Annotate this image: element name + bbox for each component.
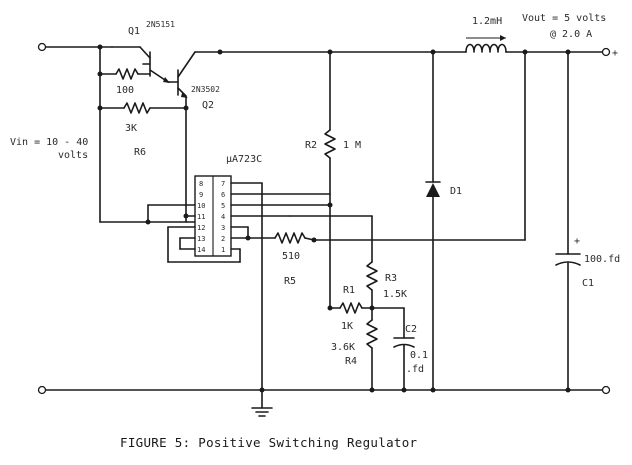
diode-d1-label: D1 <box>450 186 462 197</box>
resistor-r4-value: 3.6K <box>331 342 355 353</box>
capacitor-c2-label: C2 <box>405 324 417 335</box>
vin-terminal <box>37 42 47 52</box>
vout-label: Vout = 5 volts <box>522 13 606 24</box>
ic-pin-9: 9 <box>199 191 203 199</box>
q1-part-label: 2N5151 <box>146 20 175 29</box>
inductor-value: 1.2mH <box>472 16 502 27</box>
capacitor-c1 <box>555 51 581 391</box>
ic-pin-3: 3 <box>221 224 225 232</box>
resistor-r2 <box>324 51 336 309</box>
resistor-r6 <box>99 102 187 114</box>
ic-pin-13: 13 <box>197 235 205 243</box>
capacitor-c2 <box>371 307 415 391</box>
inductor-l1 <box>465 35 507 53</box>
ic-pin-7: 7 <box>221 180 225 188</box>
feedback-wire <box>313 51 526 241</box>
vout-terminal <box>601 47 611 57</box>
capacitor-c1-plus: + <box>574 236 580 247</box>
resistor-r1-label: R1 <box>343 285 355 296</box>
diode-d1 <box>425 51 441 391</box>
resistor-r4 <box>366 307 378 391</box>
gnd-out-terminal <box>601 385 611 395</box>
ic-pin-14: 14 <box>197 246 205 254</box>
resistor-r2-label: R2 <box>305 140 317 151</box>
ic-pin-12: 12 <box>197 224 205 232</box>
ground-symbol <box>251 389 273 417</box>
transistor-q2 <box>167 51 196 223</box>
ic-pin-5: 5 <box>221 202 225 210</box>
ic-pin-6: 6 <box>221 191 225 199</box>
vin-label: Vin = 10 - 40 <box>10 137 88 148</box>
capacitor-c1-label: C1 <box>582 278 594 289</box>
resistor-r5-label: R5 <box>284 276 296 287</box>
resistor-r4-label: R4 <box>345 356 357 367</box>
resistor-r5-value: 510 <box>282 251 300 262</box>
resistor-r6-value: 3K <box>125 123 137 134</box>
vin-units-label: volts <box>58 150 88 161</box>
ic-pin-4: 4 <box>221 213 225 221</box>
ic-pin-11: 11 <box>197 213 205 221</box>
ic-pin-leads <box>147 182 331 391</box>
resistor-100 <box>99 68 151 80</box>
vout-current-label: @ 2.0 A <box>550 29 592 40</box>
resistor-100-value: 100 <box>116 85 134 96</box>
resistor-r3-label: R3 <box>385 273 397 284</box>
q2-label: Q2 <box>202 100 214 111</box>
resistor-r3 <box>289 215 378 309</box>
capacitor-c1-value: 100.fd <box>584 254 620 265</box>
ic-pin-10: 10 <box>197 202 205 210</box>
vout-plus-sign: + <box>612 48 618 59</box>
figure-caption: FIGURE 5: Positive Switching Regulator <box>120 435 418 450</box>
q2-part-label: 2N3502 <box>191 85 220 94</box>
resistor-r5 <box>274 232 315 244</box>
q1-label: Q1 <box>128 26 140 37</box>
resistor-r3-value: 1.5K <box>383 289 407 300</box>
capacitor-c2-units: .fd <box>406 364 424 375</box>
ic-label: µA723C <box>226 154 262 165</box>
ic-pin-labels: 8 9 10 11 12 13 14 7 6 5 4 3 2 1 <box>197 180 225 254</box>
resistor-r1 <box>329 302 373 314</box>
resistor-r6-label: R6 <box>134 147 146 158</box>
resistor-r2-value: 1 M <box>343 140 361 151</box>
ic-pin-8: 8 <box>199 180 203 188</box>
transistor-q1 <box>139 46 170 83</box>
ic-pin-2: 2 <box>221 235 225 243</box>
capacitor-c2-value: 0.1 <box>410 350 428 361</box>
gnd-in-terminal <box>37 385 47 395</box>
ic-pin-1: 1 <box>221 246 225 254</box>
resistor-r1-value: 1K <box>341 321 353 332</box>
ic-ua723c <box>194 175 232 257</box>
